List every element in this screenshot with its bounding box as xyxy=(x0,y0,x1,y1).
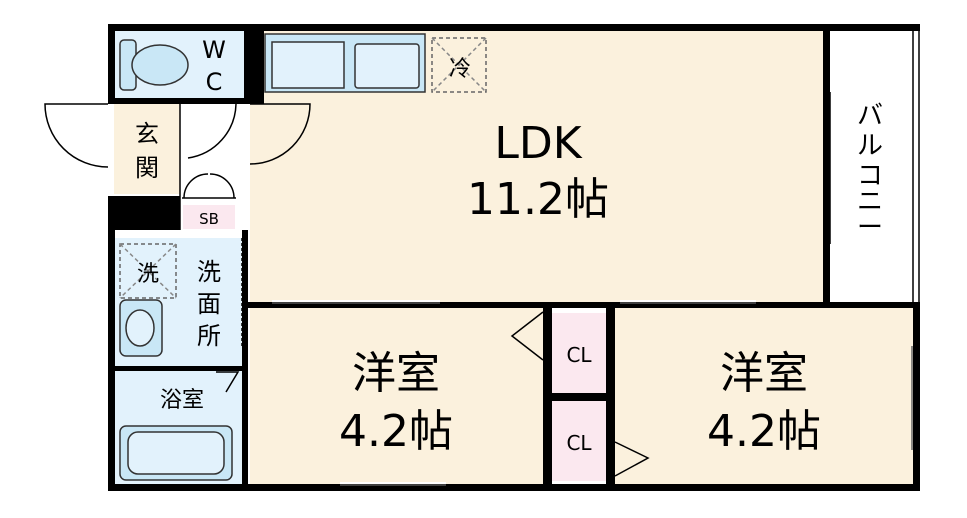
wall-top xyxy=(108,24,920,31)
wall-left-upper xyxy=(108,24,115,104)
wall-closet-mid xyxy=(543,393,615,401)
wc-label-2: C xyxy=(206,68,223,96)
bathtub-inner xyxy=(127,431,225,475)
ldk-door xyxy=(249,103,311,165)
ldk-size: 11.2帖 xyxy=(467,174,609,225)
washroom-label-2: 面 xyxy=(197,290,221,318)
closet-upper-door xyxy=(510,311,544,361)
balcony-char-5: ー xyxy=(857,213,883,243)
balcony-char-1: バ xyxy=(857,101,883,131)
shoebox-door-right xyxy=(209,173,235,199)
bath-door xyxy=(216,371,240,393)
shoe-box-floor xyxy=(183,205,235,229)
kitchen-sink xyxy=(354,43,420,89)
western-left-size: 4.2帖 xyxy=(339,406,453,457)
entrance-label-1: 玄 xyxy=(135,120,159,148)
walls xyxy=(108,24,920,491)
western-right-floor xyxy=(612,308,915,484)
entrance-label-2: 関 xyxy=(135,154,159,182)
entrance-floor xyxy=(114,104,180,194)
balcony-char-3: コ xyxy=(857,161,883,191)
toilet-bowl xyxy=(131,44,189,86)
wall-block-wc xyxy=(244,24,264,104)
wc-door xyxy=(187,103,237,159)
closet-lower-door xyxy=(614,441,650,477)
wall-wash-bath xyxy=(108,366,244,371)
western-left-floor xyxy=(250,308,543,484)
washer-cross-b xyxy=(119,243,177,299)
fridge-space xyxy=(431,37,487,93)
wc-label-1: W xyxy=(202,36,226,64)
wall-bottom xyxy=(108,484,920,491)
wall-hall-right xyxy=(242,230,248,491)
fridge-cross-b xyxy=(431,37,487,93)
entrance-door xyxy=(44,103,109,168)
wall-right xyxy=(913,304,920,491)
washbasin-bowl xyxy=(125,309,155,347)
closet-lower-floor xyxy=(552,401,606,481)
washroom-label-1: 洗 xyxy=(197,258,221,286)
balcony-char-2: ル xyxy=(857,131,883,161)
closet-upper-label: CL xyxy=(566,343,592,367)
thin-lines xyxy=(44,29,920,491)
closet-lower-label: CL xyxy=(566,431,592,455)
bathroom-label: 浴室 xyxy=(160,388,204,413)
wall-block-entrance xyxy=(108,196,180,230)
stove xyxy=(271,41,345,89)
washroom-label-3: 所 xyxy=(197,322,221,350)
labels: LDK 11.2帖 洋室 4.2帖 洋室 4.2帖 W C 玄 関 SB 洗 面… xyxy=(135,36,883,457)
western-right-size: 4.2帖 xyxy=(707,406,821,457)
washer-space xyxy=(119,243,177,299)
wall-ldk-right xyxy=(823,24,830,308)
shoebox-door-left xyxy=(183,173,209,199)
fixtures xyxy=(119,33,487,481)
wall-left-lower xyxy=(108,196,115,491)
western-left-name: 洋室 xyxy=(352,348,440,399)
balcony-char-4: ニ xyxy=(857,187,883,217)
wall-wc-bottom xyxy=(108,98,264,104)
shoe-box-label: SB xyxy=(199,210,219,228)
fridge-label: 冷 xyxy=(449,57,471,82)
wall-mid-horizontal xyxy=(244,302,920,308)
closet-upper-floor xyxy=(552,313,606,393)
washer-label: 洗 xyxy=(137,262,159,287)
ldk-name: LDK xyxy=(494,118,582,169)
western-right-name: 洋室 xyxy=(720,348,808,399)
